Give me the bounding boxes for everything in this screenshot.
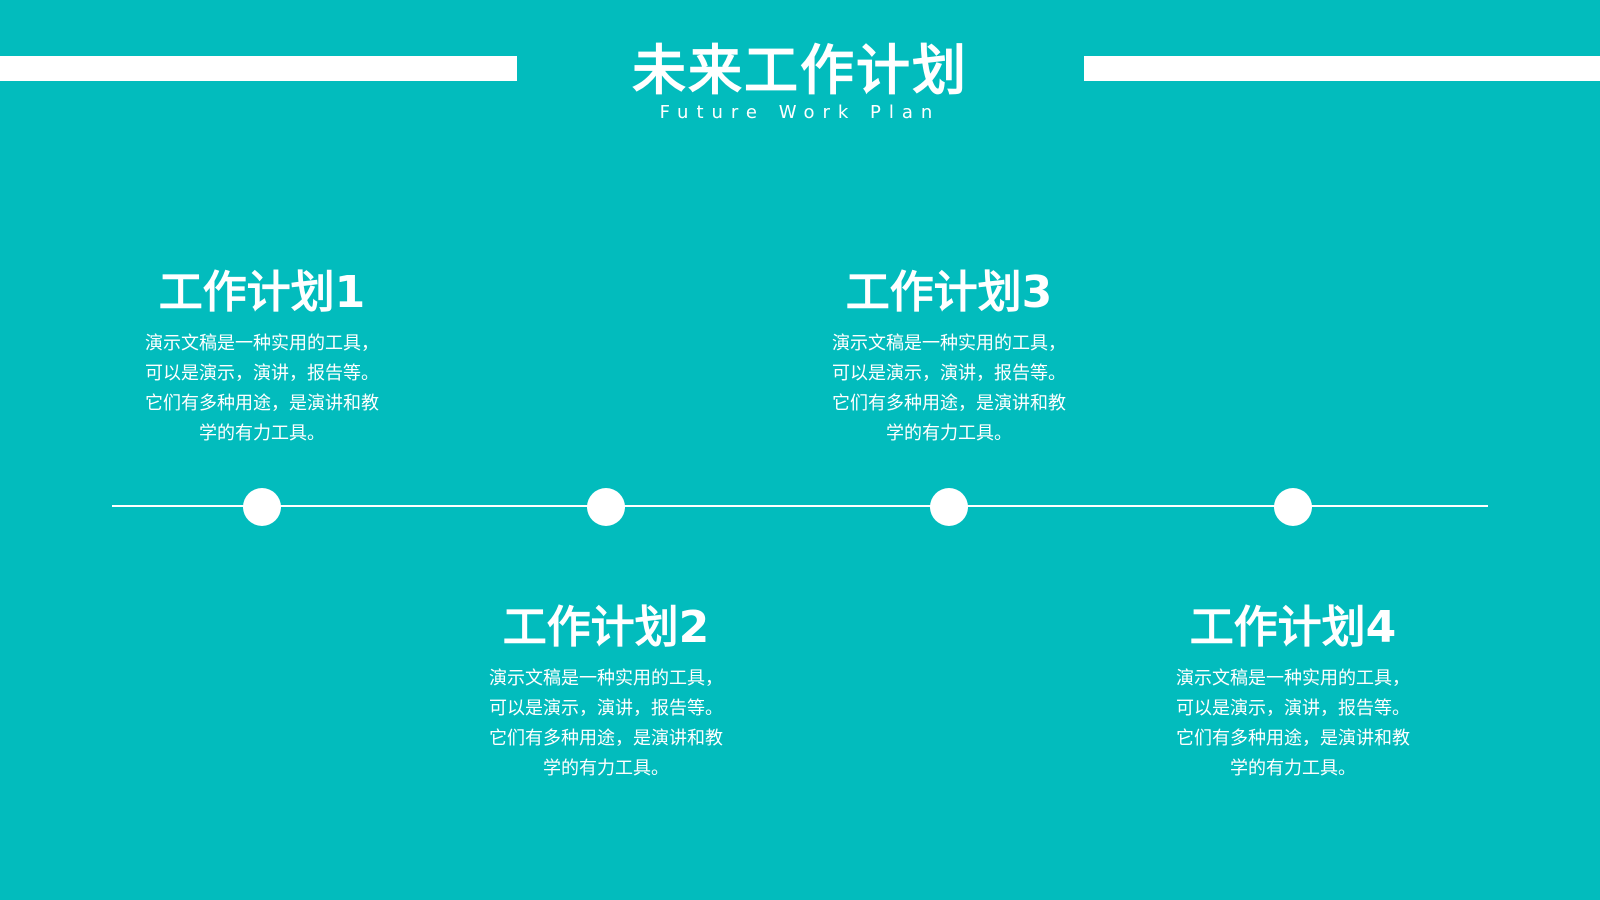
timeline-node-2: [587, 488, 625, 526]
plan-line: 学的有力工具。: [886, 423, 1012, 444]
plan-line: 它们有多种用途，是演讲和教: [145, 393, 379, 414]
plan-line: 它们有多种用途，是演讲和教: [1176, 728, 1410, 749]
plan-line: 演示文稿是一种实用的工具，: [145, 333, 379, 354]
timeline-line: [112, 505, 1488, 507]
plan-title: 工作计划2: [502, 602, 710, 653]
plan-description: 演示文稿是一种实用的工具， 可以是演示，演讲，报告等。 它们有多种用途，是演讲和…: [1143, 664, 1443, 784]
plan-description: 演示文稿是一种实用的工具， 可以是演示，演讲，报告等。 它们有多种用途，是演讲和…: [112, 329, 412, 449]
plan-description: 演示文稿是一种实用的工具， 可以是演示，演讲，报告等。 它们有多种用途，是演讲和…: [799, 329, 1099, 449]
timeline-node-3: [930, 488, 968, 526]
header-bar-left: [0, 56, 517, 81]
plan-item-1: 工作计划1 演示文稿是一种实用的工具， 可以是演示，演讲，报告等。 它们有多种用…: [112, 263, 412, 449]
plan-item-3: 工作计划3 演示文稿是一种实用的工具， 可以是演示，演讲，报告等。 它们有多种用…: [799, 263, 1099, 449]
plan-line: 可以是演示，演讲，报告等。: [145, 363, 379, 384]
plan-item-4: 工作计划4 演示文稿是一种实用的工具， 可以是演示，演讲，报告等。 它们有多种用…: [1143, 598, 1443, 784]
header-bar-right: [1084, 56, 1600, 81]
plan-line: 学的有力工具。: [1230, 758, 1356, 779]
plan-line: 演示文稿是一种实用的工具，: [1176, 668, 1410, 689]
plan-line: 可以是演示，演讲，报告等。: [489, 698, 723, 719]
plan-title: 工作计划4: [1189, 602, 1397, 653]
timeline-node-1: [243, 488, 281, 526]
plan-line: 可以是演示，演讲，报告等。: [832, 363, 1066, 384]
plan-line: 演示文稿是一种实用的工具，: [832, 333, 1066, 354]
plan-title: 工作计划3: [845, 267, 1053, 318]
page-subtitle: Future Work Plan: [659, 102, 941, 123]
page-title: 未来工作计划: [632, 39, 968, 102]
plan-item-2: 工作计划2 演示文稿是一种实用的工具， 可以是演示，演讲，报告等。 它们有多种用…: [456, 598, 756, 784]
plan-title: 工作计划1: [158, 267, 366, 318]
plan-line: 可以是演示，演讲，报告等。: [1176, 698, 1410, 719]
timeline-node-4: [1274, 488, 1312, 526]
plan-line: 演示文稿是一种实用的工具，: [489, 668, 723, 689]
plan-line: 学的有力工具。: [543, 758, 669, 779]
plan-line: 它们有多种用途，是演讲和教: [832, 393, 1066, 414]
plan-line: 它们有多种用途，是演讲和教: [489, 728, 723, 749]
plan-line: 学的有力工具。: [199, 423, 325, 444]
plan-description: 演示文稿是一种实用的工具， 可以是演示，演讲，报告等。 它们有多种用途，是演讲和…: [456, 664, 756, 784]
